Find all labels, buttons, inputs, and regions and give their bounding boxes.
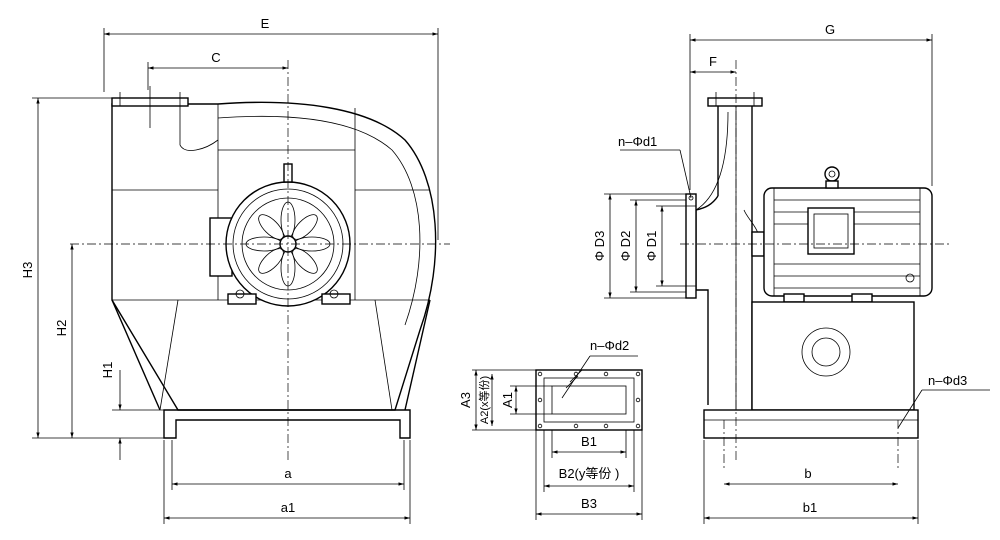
leader-n-d2 bbox=[561, 355, 591, 399]
flange-holes bbox=[537, 371, 641, 429]
terminal-box bbox=[807, 207, 855, 255]
lifting-eye bbox=[824, 166, 840, 182]
bearing-housing-outer bbox=[801, 327, 851, 377]
dim-label-C: C bbox=[211, 50, 220, 65]
motor-foot bbox=[851, 293, 873, 303]
dim-label-B1: B1 bbox=[581, 434, 597, 449]
motor-foot bbox=[321, 293, 351, 305]
inlet-cone bbox=[695, 195, 719, 405]
volute-tongue bbox=[179, 106, 219, 151]
side-view: G F n–Φd1 Φ D3 Φ D2 Φ D1 n–Φd3 b b1 bbox=[592, 22, 990, 524]
leader-tick bbox=[569, 369, 583, 383]
dim-label-F: F bbox=[709, 54, 717, 69]
base-foot bbox=[163, 409, 411, 439]
dim-label-a1: a1 bbox=[281, 500, 295, 515]
dim-label-A2: A2(x等份) bbox=[477, 376, 491, 424]
dim-label-H3: H3 bbox=[20, 262, 35, 279]
flange-mid bbox=[543, 377, 635, 423]
bolt bbox=[235, 289, 245, 299]
leader-n-d1 bbox=[679, 149, 692, 199]
inlet-flange bbox=[685, 193, 697, 299]
motor-foot bbox=[783, 293, 805, 303]
dim-label-D1: Φ D1 bbox=[644, 231, 659, 262]
flange-inner bbox=[551, 385, 627, 415]
dim-label-D2: Φ D2 bbox=[618, 231, 633, 262]
base-leg bbox=[111, 299, 161, 411]
casing-inner-curve bbox=[217, 115, 421, 326]
side-outlet-flange bbox=[707, 97, 763, 107]
dim-label-E: E bbox=[261, 16, 270, 31]
dim-label-b: b bbox=[804, 466, 811, 481]
pedestal bbox=[751, 301, 915, 411]
base-plate bbox=[703, 409, 919, 439]
leader-tick bbox=[565, 375, 579, 389]
bearing-housing-inner bbox=[811, 337, 841, 367]
terminal-box-cover bbox=[813, 213, 849, 249]
bolt bbox=[329, 289, 339, 299]
volute-casing bbox=[111, 101, 437, 411]
dim-label-b1: b1 bbox=[803, 500, 817, 515]
lifting-eye-hole bbox=[828, 170, 836, 178]
dim-label-A3: A3 bbox=[458, 392, 473, 408]
dim-label-n-d2: n–Φd2 bbox=[590, 338, 629, 353]
motor-drain bbox=[905, 273, 915, 283]
dim-label-n-d3: n–Φd3 bbox=[928, 373, 967, 388]
dim-label-a: a bbox=[284, 466, 292, 481]
base-brace bbox=[374, 299, 393, 411]
dim-label-D3: Φ D3 bbox=[592, 231, 607, 262]
base-leg bbox=[404, 299, 431, 411]
base-brace bbox=[159, 299, 179, 411]
flange-outer bbox=[535, 369, 643, 431]
dim-label-A1: A1 bbox=[500, 392, 515, 408]
inlet-flange-hole bbox=[688, 195, 694, 201]
dim-label-B3: B3 bbox=[581, 496, 597, 511]
flange-detail-view: n–Φd2 A3 A2(x等份) A1 B1 B2(y等份 ) B3 bbox=[458, 338, 643, 520]
motor-foot bbox=[227, 293, 257, 305]
inlet-curve bbox=[695, 111, 729, 211]
dim-label-n-d1: n–Φd1 bbox=[618, 134, 657, 149]
dim-label-H1: H1 bbox=[100, 362, 115, 379]
dim-label-H2: H2 bbox=[54, 320, 69, 337]
lifting-eye-base bbox=[825, 180, 839, 189]
front-view: E C H3 H2 H1 a a1 bbox=[20, 16, 450, 524]
dim-label-B2: B2(y等份 ) bbox=[559, 466, 620, 481]
leader-n-d3 bbox=[897, 389, 923, 429]
dim-label-G: G bbox=[825, 22, 835, 37]
